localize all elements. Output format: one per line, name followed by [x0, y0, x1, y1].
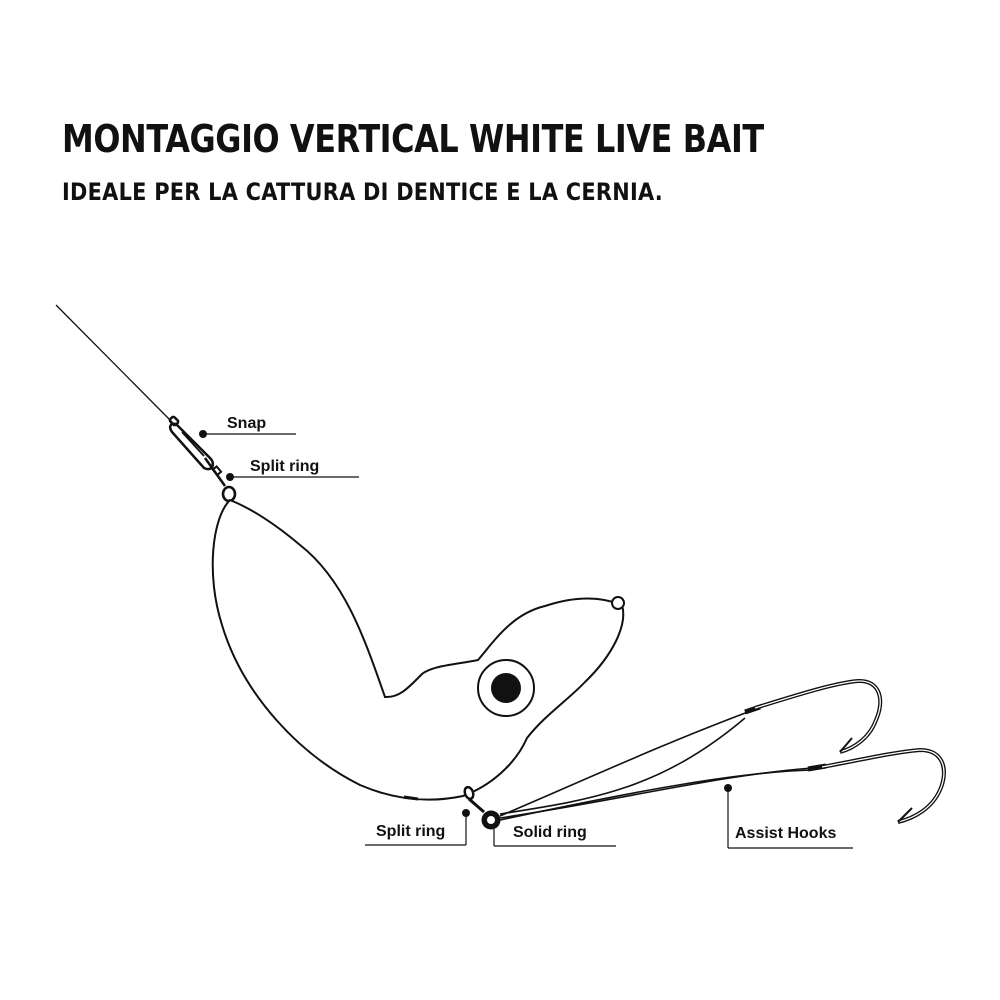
split-ring-top-callout: Split ring	[226, 458, 359, 481]
jig-body	[211, 498, 625, 801]
diagram-title: MONTAGGIO VERTICAL WHITE LIVE BAIT	[62, 117, 764, 161]
jig-belly-detail	[403, 795, 419, 801]
snap-callout: Snap	[199, 415, 296, 438]
jig-eye-pupil	[491, 673, 521, 703]
snap-label: Snap	[227, 415, 266, 432]
diagram-subtitle: IDEALE PER LA CATTURA DI DENTICE E LA CE…	[62, 178, 664, 206]
solid-ring-icon	[481, 810, 501, 830]
solid-ring-callout: Solid ring	[493, 824, 616, 847]
split-ring-bottom-icon	[463, 785, 485, 814]
assist-hook-upper-icon	[744, 678, 883, 754]
snap-icon	[168, 415, 227, 487]
assist-hook-lower-icon	[807, 747, 946, 824]
assist-hooks-label: Assist Hooks	[735, 825, 836, 842]
split-ring-bottom-callout: Split ring	[365, 809, 470, 846]
split-ring-bottom-label: Split ring	[376, 823, 445, 840]
head-eyelet-icon	[611, 596, 625, 610]
assist-lines	[499, 711, 813, 821]
split-ring-top-icon	[221, 485, 237, 503]
assist-hooks-callout: Assist Hooks	[724, 784, 853, 849]
fishing-line	[55, 304, 173, 423]
solid-ring-label: Solid ring	[513, 824, 587, 841]
split-ring-top-label: Split ring	[250, 458, 319, 475]
